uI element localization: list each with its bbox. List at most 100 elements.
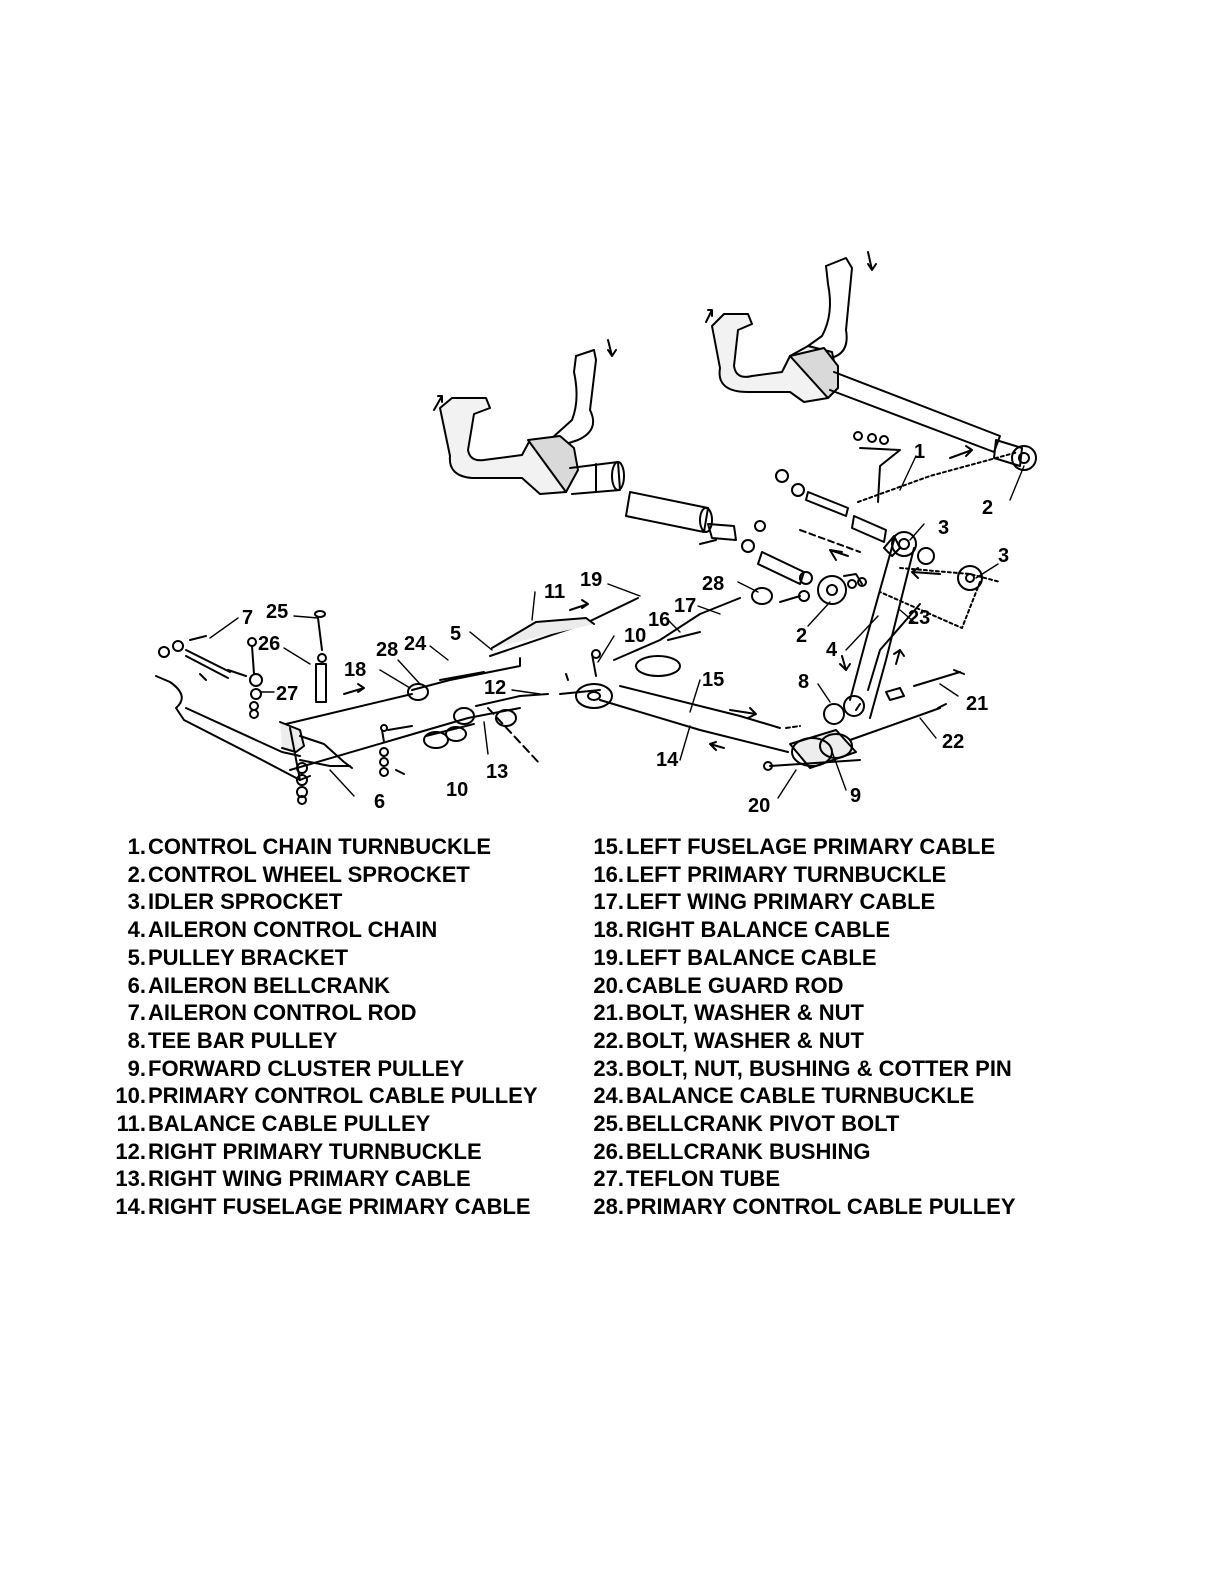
- legend-item: 16.LEFT PRIMARY TURNBUCKLE: [578, 861, 1218, 889]
- legend-number: 24.: [593, 1083, 624, 1109]
- legend-number: 22.: [593, 1027, 624, 1053]
- cables: [285, 587, 789, 771]
- legend-text: AILERON CONTROL CHAIN: [148, 917, 438, 943]
- legend-item: 28.PRIMARY CONTROL CABLE PULLEY: [578, 1193, 1218, 1221]
- legend-text: LEFT WING PRIMARY CABLE: [626, 889, 936, 915]
- legend-text: AILERON BELLCRANK: [148, 972, 390, 998]
- callout-10: 10: [446, 779, 468, 801]
- legend-text: CABLE GUARD ROD: [626, 972, 844, 998]
- callout-12: 12: [484, 677, 506, 699]
- legend-text: AILERON CONTROL ROD: [148, 1000, 417, 1026]
- legend-text: IDLER SPROCKET: [148, 889, 343, 915]
- callout-10: 10: [624, 625, 646, 647]
- legend-number: 3.: [127, 889, 146, 915]
- legend-text: TEE BAR PULLEY: [148, 1027, 338, 1053]
- legend-item: 9.FORWARD CLUSTER PULLEY: [100, 1055, 570, 1083]
- legend-number: 26.: [593, 1138, 624, 1164]
- legend-text: PRIMARY CONTROL CABLE PULLEY: [626, 1194, 1016, 1220]
- callout-labels: 1 2 3 3 2 4 23 8 21 22 9 20 28 17 16 10 …: [242, 441, 1009, 817]
- legend-number: 25.: [593, 1111, 624, 1137]
- legend-text: LEFT PRIMARY TURNBUCKLE: [626, 861, 947, 887]
- callout-25: 25: [266, 601, 288, 623]
- parts-legend-left: 1.CONTROL CHAIN TURNBUCKLE 2.CONTROL WHE…: [100, 833, 570, 1221]
- left-control-wheel: [433, 339, 813, 585]
- legend-number: 8.: [127, 1027, 146, 1053]
- legend-number: 19.: [593, 944, 624, 970]
- legend-item: 23.BOLT, NUT, BUSHING & COTTER PIN: [578, 1055, 1218, 1083]
- legend-text: PULLEY BRACKET: [148, 944, 349, 970]
- legend-text: RIGHT WING PRIMARY CABLE: [148, 1166, 471, 1192]
- legend-number: 21.: [593, 1000, 624, 1026]
- legend-text: LEFT FUSELAGE PRIMARY CABLE: [626, 834, 996, 859]
- legend-number: 17.: [593, 889, 624, 915]
- legend-item: 11.BALANCE CABLE PULLEY: [100, 1110, 570, 1138]
- legend-item: 22.BOLT, WASHER & NUT: [578, 1027, 1218, 1055]
- legend-item: 17.LEFT WING PRIMARY CABLE: [578, 888, 1218, 916]
- callout-27: 27: [276, 683, 298, 705]
- legend-number: 5.: [127, 944, 146, 970]
- legend-item: 14.RIGHT FUSELAGE PRIMARY CABLE: [100, 1193, 570, 1221]
- legend-number: 14.: [115, 1194, 146, 1220]
- callout-8: 8: [798, 671, 809, 693]
- legend-number: 9.: [127, 1055, 146, 1081]
- legend-number: 6.: [127, 972, 146, 998]
- chain-and-sprocket-area: [775, 431, 1019, 725]
- callout-18: 18: [344, 659, 366, 681]
- legend-text: BOLT, WASHER & NUT: [626, 1027, 864, 1053]
- legend-number: 7.: [127, 1000, 146, 1026]
- callout-17: 17: [674, 595, 696, 617]
- bellcrank-area: [155, 610, 413, 805]
- legend-number: 10.: [115, 1083, 146, 1109]
- legend-text: BOLT, NUT, BUSHING & COTTER PIN: [626, 1055, 1012, 1081]
- callout-3: 3: [938, 517, 949, 539]
- callout-19: 19: [580, 569, 602, 591]
- callout-3: 3: [998, 545, 1009, 567]
- legend-text: CONTROL CHAIN TURNBUCKLE: [148, 834, 492, 859]
- legend-text: BELLCRANK PIVOT BOLT: [626, 1111, 900, 1137]
- forward-cluster-area: [763, 703, 947, 771]
- legend-item: 26.BELLCRANK BUSHING: [578, 1138, 1218, 1166]
- callout-14: 14: [656, 749, 679, 771]
- legend-item: 2.CONTROL WHEEL SPROCKET: [100, 861, 570, 889]
- legend-item: 7.AILERON CONTROL ROD: [100, 999, 570, 1027]
- callout-21: 21: [966, 693, 988, 715]
- legend-item: 19.LEFT BALANCE CABLE: [578, 944, 1218, 972]
- legend-item: 20.CABLE GUARD ROD: [578, 972, 1218, 1000]
- callout-9: 9: [850, 785, 861, 807]
- legend-text: BALANCE CABLE TURNBUCKLE: [626, 1083, 975, 1109]
- callout-11: 11: [544, 581, 565, 603]
- legend-number: 23.: [593, 1055, 624, 1081]
- legend-item: 3.IDLER SPROCKET: [100, 888, 570, 916]
- legend-number: 16.: [593, 861, 624, 887]
- legend-item: 1.CONTROL CHAIN TURNBUCKLE: [100, 833, 570, 861]
- legend-item: 10.PRIMARY CONTROL CABLE PULLEY: [100, 1082, 570, 1110]
- legend-number: 11.: [116, 1111, 146, 1137]
- legend-item: 5.PULLEY BRACKET: [100, 944, 570, 972]
- leader-lines: [209, 455, 1025, 799]
- legend-number: 1.: [127, 834, 146, 859]
- legend-text: FORWARD CLUSTER PULLEY: [148, 1055, 465, 1081]
- legend-text: RIGHT BALANCE CABLE: [626, 917, 890, 943]
- legend-text: RIGHT PRIMARY TURNBUCKLE: [148, 1138, 482, 1164]
- legend-number: 15.: [593, 834, 624, 859]
- callout-28: 28: [376, 639, 398, 661]
- parts-legend-right: 15.LEFT FUSELAGE PRIMARY CABLE 16.LEFT P…: [578, 833, 1218, 1221]
- legend-text: PRIMARY CONTROL CABLE PULLEY: [148, 1083, 538, 1109]
- callout-4: 4: [826, 639, 838, 661]
- legend-number: 18.: [593, 917, 624, 943]
- legend-number: 20.: [593, 972, 624, 998]
- legend-item: 12.RIGHT PRIMARY TURNBUCKLE: [100, 1138, 570, 1166]
- legend-item: 8.TEE BAR PULLEY: [100, 1027, 570, 1055]
- legend-text: BOLT, WASHER & NUT: [626, 1000, 864, 1026]
- callout-7: 7: [242, 607, 253, 629]
- legend-item: 18.RIGHT BALANCE CABLE: [578, 916, 1218, 944]
- aileron-control-system-diagram: 1 2 3 3 2 4 23 8 21 22 9 20 28 17 16 10 …: [155, 251, 1037, 817]
- callout-2: 2: [796, 625, 807, 647]
- legend-text: RIGHT FUSELAGE PRIMARY CABLE: [148, 1194, 531, 1220]
- legend-item: 27.TEFLON TUBE: [578, 1165, 1218, 1193]
- legend-number: 13.: [115, 1166, 146, 1192]
- callout-22: 22: [942, 731, 964, 753]
- callout-2: 2: [982, 497, 993, 519]
- right-control-wheel: [705, 251, 1037, 471]
- legend-number: 4.: [127, 917, 146, 943]
